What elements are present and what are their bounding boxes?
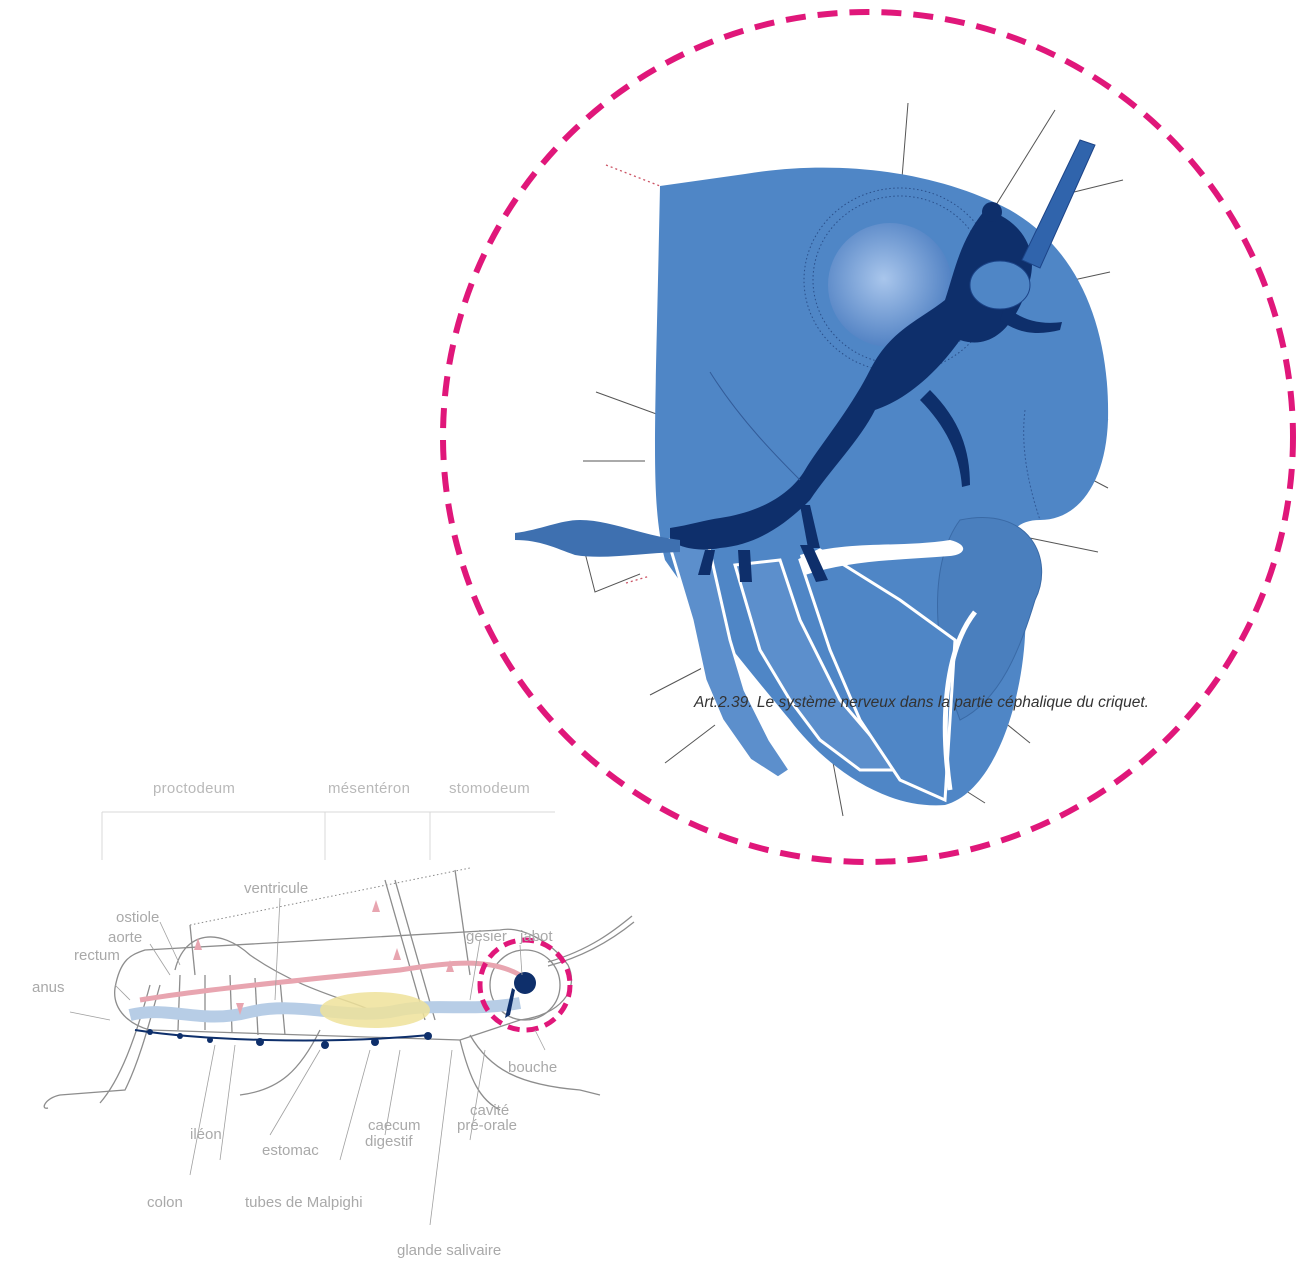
- label-gesier: gésier: [466, 929, 507, 944]
- figure-caption: Art.2.39. Le système nerveux dans la par…: [694, 694, 1149, 712]
- label-colon: colon: [147, 1195, 183, 1210]
- region-mesenteron: mésentéron: [328, 781, 410, 796]
- label-pre-orale: pré-orale: [457, 1118, 517, 1133]
- label-tubes-malpighi: tubes de Malpighi: [245, 1195, 363, 1210]
- label-glande-salivaire: glande salivaire: [397, 1243, 501, 1258]
- region-proctodeum: proctodeum: [153, 781, 235, 796]
- label-rectum: rectum: [74, 948, 120, 963]
- label-estomac: estomac: [262, 1143, 319, 1158]
- label-bouche: bouche: [508, 1060, 557, 1075]
- label-ventricule: ventricule: [244, 881, 308, 896]
- region-stomodeum: stomodeum: [449, 781, 530, 796]
- label-ileon: iléon: [190, 1127, 222, 1142]
- label-anus: anus: [32, 980, 65, 995]
- label-caecum: caecum: [368, 1118, 421, 1133]
- label-jabot: jabot: [520, 929, 553, 944]
- label-digestif: digestif: [365, 1134, 413, 1149]
- label-ostiole: ostiole: [116, 910, 159, 925]
- label-aorte: aorte: [108, 930, 142, 945]
- label-cavite: cavité: [470, 1103, 509, 1118]
